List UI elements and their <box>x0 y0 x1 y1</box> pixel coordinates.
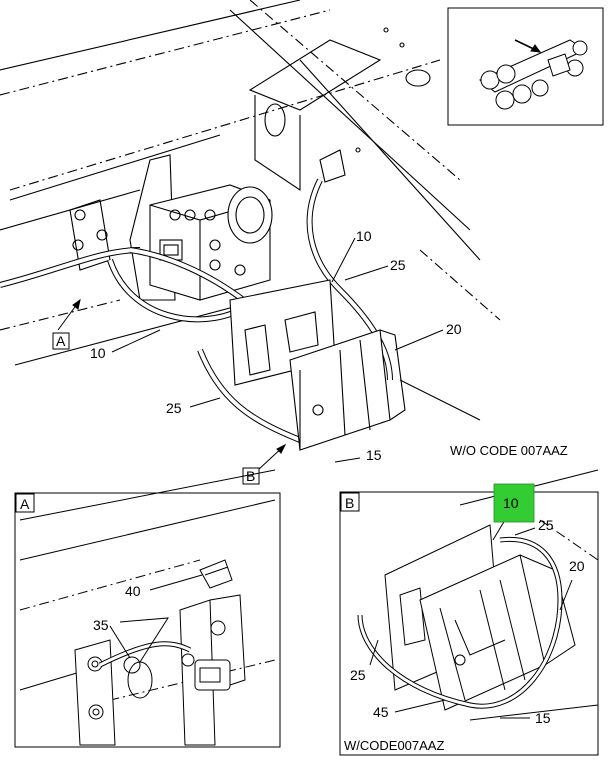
callout-25-clip-lower: 25 <box>166 400 182 416</box>
detail-b-tag-box <box>340 492 360 512</box>
view-tag-a: A <box>56 333 66 349</box>
callout-20-bracket: 20 <box>446 321 462 337</box>
detail-b-panel <box>339 469 599 756</box>
view-tag-a-box <box>52 332 70 350</box>
callout-10-plate-left: 10 <box>90 345 106 361</box>
detail-a-callout-35: 35 <box>93 617 109 633</box>
highlighted-callout-box <box>493 483 535 523</box>
detail-a-tag-box <box>15 493 35 513</box>
callout-10-plate: 10 <box>356 228 372 244</box>
detail-b-caption: W/CODE007AAZ <box>344 738 444 753</box>
callout-25-clip-upper: 25 <box>390 257 406 273</box>
detail-a-tag: A <box>20 496 30 512</box>
main-caption: W/O CODE 007AAZ <box>450 443 568 458</box>
view-tag-b: B <box>246 468 255 484</box>
detail-b-callout-25-lower: 25 <box>350 667 366 683</box>
main-leaders <box>57 237 444 471</box>
detail-b-callout-10: 10 <box>503 495 519 511</box>
detail-b-callout-15: 15 <box>535 710 551 726</box>
detail-b-callout-45: 45 <box>373 704 389 720</box>
detail-a-panel <box>14 469 281 748</box>
callout-15-strap: 15 <box>366 447 382 463</box>
detail-b-tag: B <box>345 495 354 511</box>
main-view <box>0 0 501 451</box>
vehicle-locator-inset <box>447 7 604 126</box>
detail-a-callout-40: 40 <box>125 583 141 599</box>
detail-b-callout-20: 20 <box>569 558 585 574</box>
detail-b-callout-25-upper: 25 <box>538 517 554 533</box>
